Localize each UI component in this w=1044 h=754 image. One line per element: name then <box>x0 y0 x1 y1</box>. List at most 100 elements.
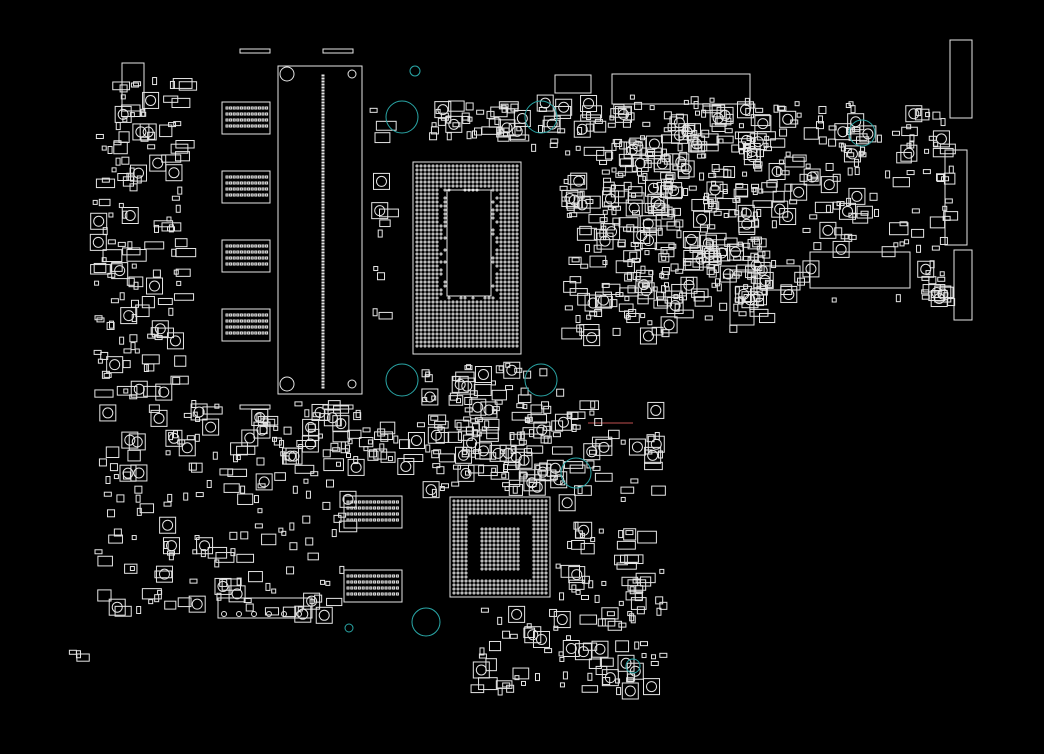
chipset-ball[interactable] <box>544 535 548 539</box>
chipset-ball[interactable] <box>536 523 540 527</box>
cpu-ball[interactable] <box>475 168 479 172</box>
cpu-ball[interactable] <box>467 300 471 304</box>
passive-component[interactable] <box>573 521 579 530</box>
passive-component[interactable] <box>466 364 472 370</box>
memory-chip[interactable] <box>221 308 271 342</box>
passive-component[interactable] <box>781 170 790 176</box>
cpu-ball[interactable] <box>419 280 423 284</box>
passive-component[interactable] <box>431 488 437 497</box>
passive-component[interactable] <box>607 122 616 128</box>
cpu-ball[interactable] <box>479 184 483 188</box>
passive-component[interactable] <box>567 412 573 418</box>
cpu-ball[interactable] <box>431 336 435 340</box>
inductor-core[interactable] <box>653 199 665 211</box>
cpu-ball[interactable] <box>463 296 467 300</box>
cpu-ball[interactable] <box>431 228 435 232</box>
cpu-ball[interactable] <box>471 328 475 332</box>
cpu-ball[interactable] <box>459 340 463 344</box>
passive-component[interactable] <box>559 592 565 601</box>
slot-pin[interactable] <box>321 161 325 164</box>
passive-component[interactable] <box>95 133 104 139</box>
chipset-ball[interactable] <box>528 579 532 583</box>
cpu-ball[interactable] <box>511 308 515 312</box>
cpu-ball[interactable] <box>423 248 427 252</box>
cpu-ball[interactable] <box>419 232 423 236</box>
chipset-ball[interactable] <box>516 583 520 587</box>
inductor-core[interactable] <box>492 447 504 459</box>
inductor[interactable] <box>407 431 425 449</box>
ic-component[interactable] <box>929 216 946 229</box>
cpu-ball[interactable] <box>499 168 503 172</box>
cpu-ball[interactable] <box>499 264 503 268</box>
inductor-core[interactable] <box>680 163 692 175</box>
passive-component[interactable] <box>431 122 437 128</box>
cpu-ball[interactable] <box>475 324 479 328</box>
chipset-ball[interactable] <box>488 583 492 587</box>
slot-pin[interactable] <box>321 248 325 251</box>
chipset-ball[interactable] <box>540 543 544 547</box>
cpu-ball[interactable] <box>483 344 487 348</box>
cpu-ball[interactable] <box>431 260 435 264</box>
cpu-ball[interactable] <box>435 168 439 172</box>
chipset-ball[interactable] <box>504 587 508 591</box>
ball[interactable] <box>254 325 258 329</box>
mounting-hole[interactable] <box>344 623 354 633</box>
ic-component[interactable] <box>488 640 502 652</box>
passive-component[interactable] <box>176 280 182 286</box>
ball[interactable] <box>225 118 229 122</box>
chipset-ball[interactable] <box>488 579 492 583</box>
inductor[interactable] <box>706 181 724 199</box>
ball[interactable] <box>243 256 247 260</box>
chipset-ball[interactable] <box>504 527 508 531</box>
inductor[interactable] <box>89 233 107 251</box>
inductor-core[interactable] <box>648 138 660 150</box>
cpu-ball[interactable] <box>487 308 491 312</box>
passive-component[interactable] <box>435 108 441 114</box>
cpu-ball[interactable] <box>463 340 467 344</box>
passive-component[interactable] <box>154 594 160 603</box>
passive-component[interactable] <box>594 418 603 427</box>
cpu-ball[interactable] <box>423 288 427 292</box>
chipset-ball[interactable] <box>464 511 468 515</box>
ic-component[interactable] <box>656 296 672 307</box>
pad-row[interactable] <box>322 48 354 54</box>
cpu-ball[interactable] <box>463 312 467 316</box>
chipset-ball[interactable] <box>512 547 516 551</box>
cpu-ball[interactable] <box>423 284 427 288</box>
passive-component[interactable] <box>120 94 126 100</box>
cpu-ball[interactable] <box>435 172 439 176</box>
cpu-ball[interactable] <box>495 328 499 332</box>
passive-component[interactable] <box>639 641 648 647</box>
ic-component[interactable] <box>175 151 190 162</box>
ball[interactable] <box>369 586 373 590</box>
cpu-ball[interactable] <box>503 248 507 252</box>
ball[interactable] <box>257 244 261 248</box>
inductor[interactable] <box>738 215 756 233</box>
cpu-ball[interactable] <box>427 328 431 332</box>
cpu-ball[interactable] <box>451 172 455 176</box>
ball[interactable] <box>225 331 229 335</box>
inductor-core[interactable] <box>642 218 654 230</box>
cpu-ball[interactable] <box>423 304 427 308</box>
cpu-ball[interactable] <box>511 216 515 220</box>
ball[interactable] <box>225 106 229 110</box>
cpu-ball[interactable] <box>447 328 451 332</box>
ball[interactable] <box>236 313 240 317</box>
cpu-ball[interactable] <box>499 240 503 244</box>
passive-component[interactable] <box>909 134 915 143</box>
passive-component[interactable] <box>379 443 385 452</box>
cpu-ball[interactable] <box>435 208 439 212</box>
chipset-ball[interactable] <box>496 535 500 539</box>
chipset-ball[interactable] <box>536 539 540 543</box>
inductor-core[interactable] <box>475 664 487 676</box>
cpu-ball[interactable] <box>483 168 487 172</box>
chipset-ball[interactable] <box>468 579 472 583</box>
passive-component[interactable] <box>431 450 440 459</box>
cpu-ball[interactable] <box>499 228 503 232</box>
chipset-ball[interactable] <box>464 543 468 547</box>
cpu-ball[interactable] <box>511 184 515 188</box>
cpu-ball[interactable] <box>507 324 511 328</box>
chipset-ball[interactable] <box>516 499 520 503</box>
chipset-ball[interactable] <box>488 535 492 539</box>
passive-component[interactable] <box>779 128 788 137</box>
